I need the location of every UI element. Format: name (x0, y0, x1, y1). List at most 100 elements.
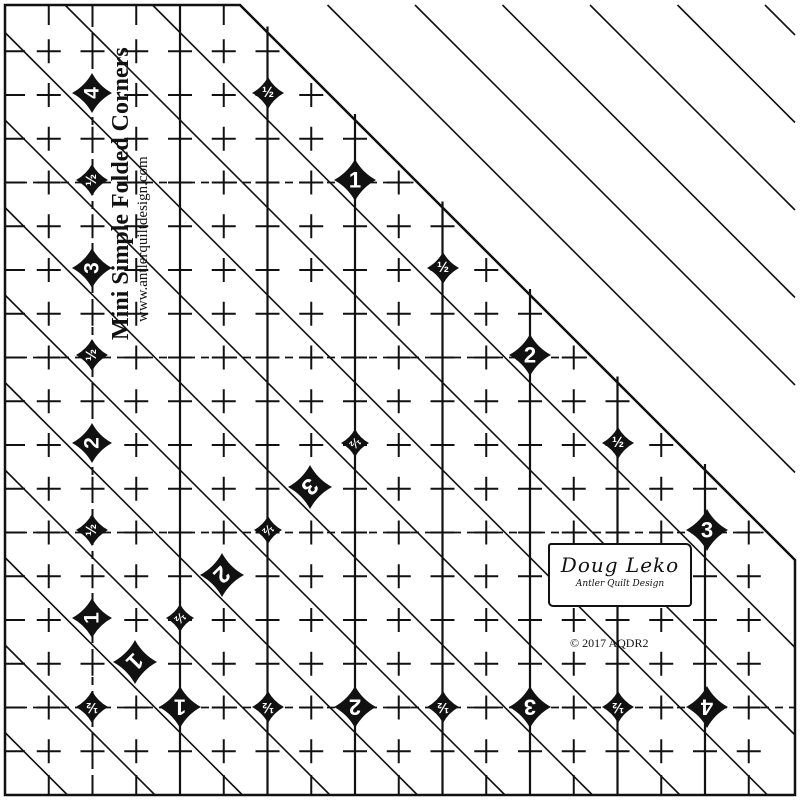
grid-cross (124, 170, 149, 195)
grid-cross (386, 739, 411, 764)
grid-cross (211, 126, 236, 151)
grid-cross (343, 214, 367, 239)
diagonal-line (151, 4, 796, 649)
grid-cross (211, 651, 236, 676)
grid-cross (386, 258, 411, 282)
marker-diamond-shape (200, 553, 244, 597)
grid-cross (430, 476, 455, 501)
grid-cross (255, 564, 280, 589)
marker-diamond-shape (509, 334, 551, 376)
inner-marker: 2 (200, 553, 244, 597)
grid-cross (255, 476, 280, 501)
bottom-row-marker: 3 (509, 686, 551, 728)
grid-cross (36, 83, 61, 107)
grid-cross (474, 651, 499, 676)
grid-cross (124, 39, 149, 64)
marker-diamond-shape (72, 598, 112, 638)
grid-cross (211, 389, 236, 414)
grid-cross (124, 126, 149, 151)
marker-label: 1 (349, 168, 361, 193)
grid-cross (211, 739, 236, 764)
marker-diamond-shape (159, 686, 201, 728)
grid-cross (561, 695, 586, 720)
grid-cross (36, 651, 61, 676)
grid-cross (255, 170, 280, 195)
grid-cross (474, 564, 499, 589)
grid-cross (299, 301, 324, 326)
grid-cross (211, 214, 236, 239)
grid-cross (124, 301, 149, 326)
left-column-marker: ½ (76, 514, 108, 546)
grid-cross (124, 476, 149, 501)
grid-cross (605, 651, 630, 676)
grid-cross (343, 258, 367, 282)
marker-label: ½ (84, 524, 100, 536)
grid-cross (299, 126, 324, 151)
marker-diamond-shape (334, 686, 376, 728)
grid-cross (343, 389, 367, 414)
grid-cross (255, 433, 280, 457)
ruler-title: Mini Simple Folded Corners (108, 47, 134, 340)
grid-cross (168, 214, 192, 239)
grid-cross (386, 214, 411, 239)
grid-cross (474, 389, 499, 414)
grid-cross (343, 476, 367, 501)
inner-half-marker: ½ (254, 516, 282, 544)
grid-cross (299, 433, 324, 457)
diagonal-line (326, 4, 796, 474)
grid-cross (36, 126, 61, 151)
grid-cross (36, 476, 61, 501)
grid-cross (36, 564, 61, 589)
grid-cross (168, 651, 192, 676)
logo-subtitle: Antler Quilt Design (575, 579, 665, 589)
grid-cross (80, 476, 105, 501)
marker-label: 3 (701, 518, 713, 543)
grid-cross (430, 345, 455, 370)
grid-cross (255, 651, 280, 676)
grid-cross (255, 389, 280, 414)
grid-cross (211, 170, 236, 195)
grid-cross (430, 564, 455, 589)
marker-diamond-shape (254, 516, 282, 544)
grid-cross (693, 651, 717, 676)
grid-cross (36, 258, 61, 282)
grid-cross (211, 520, 236, 545)
marker-diamond-shape (288, 465, 332, 509)
grid-cross (649, 739, 674, 764)
grid-cross (343, 651, 367, 676)
ruler-url: www.antlerquiltdesign.com (135, 156, 151, 322)
grid-cross (605, 608, 630, 632)
inner-marker: 1 (113, 640, 157, 684)
grid-cross (561, 739, 586, 764)
grid-cross (299, 608, 324, 632)
grid-cross (649, 520, 674, 545)
grid-cross (168, 564, 192, 589)
grid-cross (386, 170, 411, 195)
inner-marker: 3 (288, 465, 332, 509)
grid-cross (649, 476, 674, 501)
grid-cross (80, 39, 105, 64)
diagonal-line (414, 4, 796, 386)
grid-cross (211, 345, 236, 370)
grid-cross (255, 739, 280, 764)
diagonal-line (64, 4, 796, 736)
grid-cross (255, 345, 280, 370)
grid-cross (299, 170, 324, 195)
grid-cross (430, 651, 455, 676)
grid-cross (124, 608, 149, 632)
grid-cross (299, 258, 324, 282)
grid-cross (474, 520, 499, 545)
grid-cross (168, 126, 192, 151)
marker-diamond-shape (72, 248, 112, 288)
grid-cross (474, 608, 499, 632)
left-column-marker: ½ (76, 164, 108, 196)
grid-cross (430, 520, 455, 545)
diagonal-line (4, 731, 69, 796)
grid-cross (649, 608, 674, 632)
grid-cross (168, 739, 192, 764)
grid-cross (430, 739, 455, 764)
grid-cross (386, 564, 411, 589)
grid-cross (693, 564, 717, 589)
grid-cross (518, 520, 542, 545)
